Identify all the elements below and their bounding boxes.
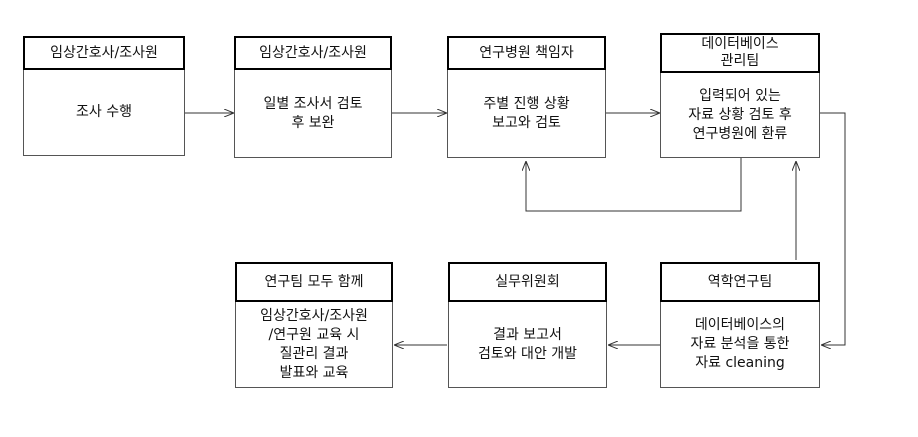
step-body: 일별 조사서 검토 후 보완 [263,95,363,131]
step-daily-review: 임상간호사/조사원 일별 조사서 검토 후 보완 [234,36,392,158]
step-weekly-report: 연구병원 책임자 주별 진행 상황 보고와 검토 [447,36,606,158]
step-body: 결과 보고서 검토와 대안 개발 [477,326,578,362]
step-header: 실무위원회 [448,262,607,302]
arrow-step4-feedback-to-step3 [526,158,742,212]
step-all-team: 연구팀 모두 함께 임상간호사/조사원 /연구원 교육 시 질관리 결과 발표와… [235,262,393,388]
step-header: 데이터베이스 관리팀 [660,33,820,73]
step-epidemiology-team: 역학연구팀 데이터베이스의 자료 분석을 통한 자료 cleaning [660,262,820,388]
step-body: 조사 수행 [76,104,132,120]
step-body: 데이터베이스의 자료 분석을 통한 자료 cleaning [690,317,790,371]
step-header: 임상간호사/조사원 [234,36,392,70]
step-body: 입력되어 있는 자료 상황 검토 후 연구병원에 환류 [688,87,792,142]
step-header: 연구병원 책임자 [447,36,606,70]
step-working-committee: 실무위원회 결과 보고서 검토와 대안 개발 [448,262,607,388]
step-body: 주별 진행 상황 보고와 검토 [483,95,570,131]
step-survey: 임상간호사/조사원 조사 수행 [23,36,185,156]
step-header: 역학연구팀 [660,262,820,302]
step-header: 연구팀 모두 함께 [235,262,393,302]
step-header: 임상간호사/조사원 [23,36,185,70]
step-body: 임상간호사/조사원 /연구원 교육 시 질관리 결과 발표와 교육 [260,307,368,381]
step-database-team: 데이터베이스 관리팀 입력되어 있는 자료 상황 검토 후 연구병원에 환류 [660,33,820,158]
arrow-step4-to-step5 [820,112,846,345]
